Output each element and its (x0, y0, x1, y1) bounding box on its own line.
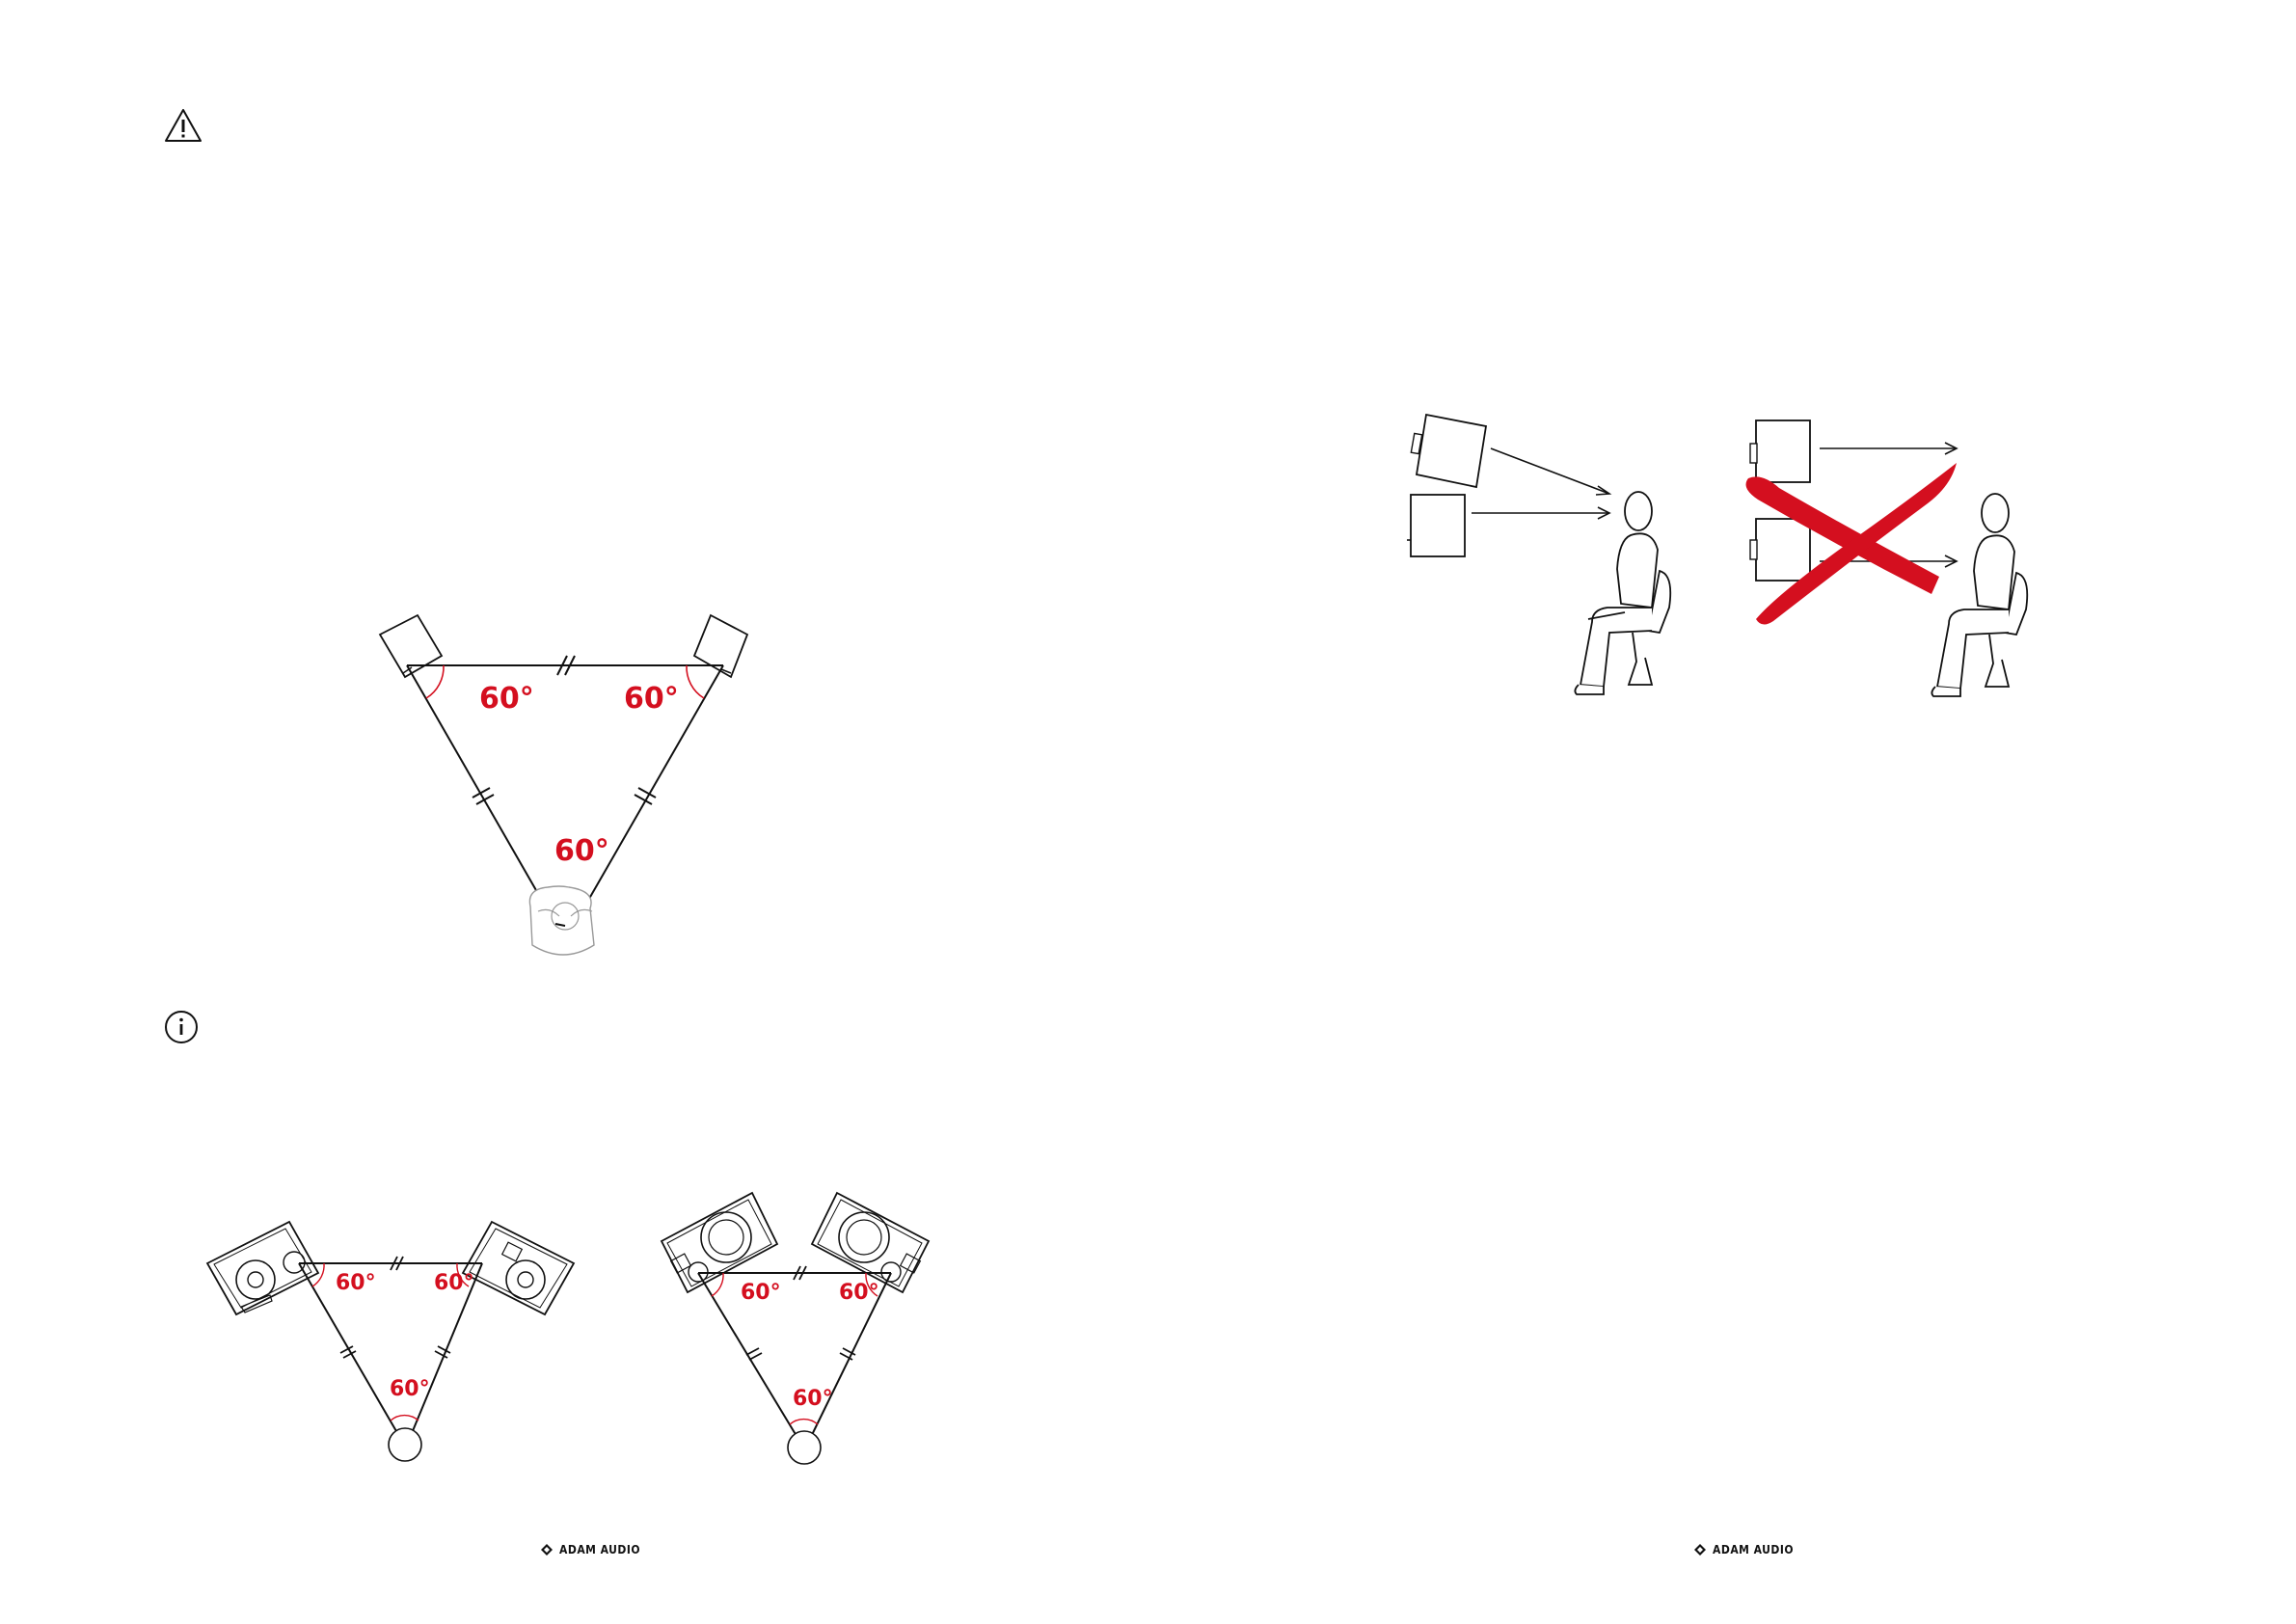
listener-top-view-icon (529, 886, 594, 955)
small1-angle-left: 60° (336, 1271, 376, 1295)
adam-audio-logo-icon (1693, 1543, 1707, 1556)
stereo-triangle-diagram: 60° 60° 60° (366, 598, 791, 974)
small2-angle-right: 60° (839, 1281, 879, 1305)
adam-audio-logo-icon (540, 1543, 554, 1556)
small1-angle-bottom: 60° (390, 1377, 430, 1401)
small2-angle-bottom: 60° (793, 1387, 833, 1411)
small1-angle-right: 60° (434, 1271, 474, 1295)
left-speaker-vertical (662, 1193, 777, 1292)
small-triangle-diagram-horizontal: 60° 60° 60° (203, 1210, 608, 1480)
seated-listener-icon-2 (1931, 494, 2027, 696)
small2-angle-left: 60° (741, 1281, 781, 1305)
right-page: ADAM AUDIO (1148, 0, 2296, 1624)
angle-label-right: 60° (624, 682, 679, 716)
warning-triangle-icon (164, 108, 203, 143)
incorrect-setup (1746, 420, 2028, 696)
angle-label-bottom: 60° (554, 834, 609, 868)
angle-label-left: 60° (479, 682, 534, 716)
logo-text-right: ADAM AUDIO (1713, 1543, 1794, 1556)
seated-listener-icon (1575, 492, 1670, 694)
info-circle-icon (164, 1010, 199, 1044)
adam-audio-logo: ADAM AUDIO (540, 1543, 640, 1556)
right-speaker-vertical (812, 1193, 929, 1292)
left-page: 60° 60° 60° (0, 0, 1148, 1624)
left-speaker (380, 615, 442, 677)
speaker-orientation-diagram (1399, 405, 2248, 714)
logo-text: ADAM AUDIO (559, 1543, 640, 1556)
adam-audio-logo-right: ADAM AUDIO (1693, 1543, 1794, 1556)
correct-setup (1407, 415, 1670, 694)
small-triangle-diagram-vertical: 60° 60° 60° (606, 1181, 1011, 1480)
